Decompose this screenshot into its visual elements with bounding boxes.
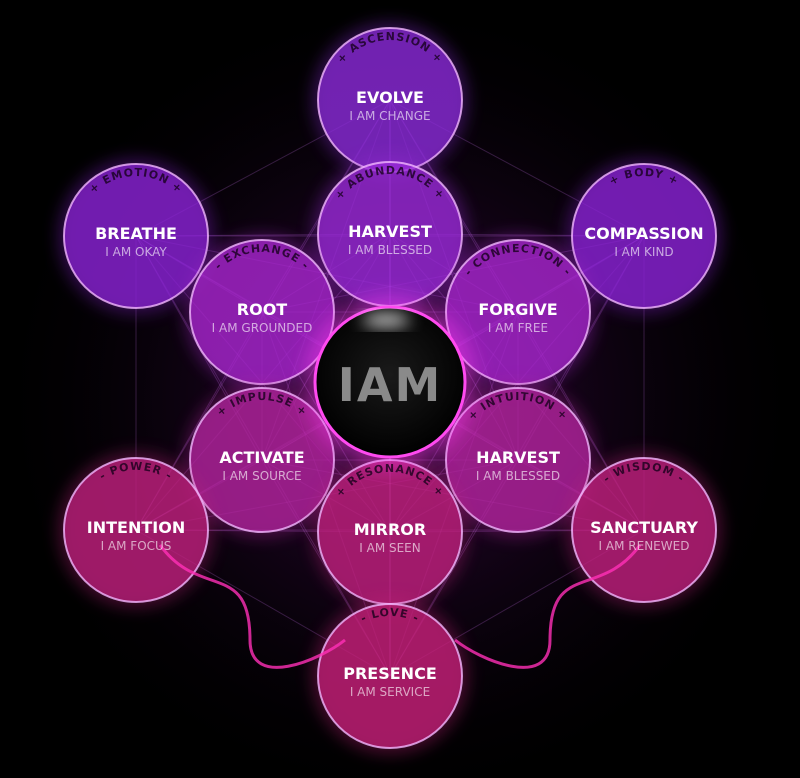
wave-left (158, 544, 346, 669)
node-presence-title: PRESENCE (343, 664, 437, 683)
node-root-title: ROOT (237, 300, 288, 319)
node-harvest-top-title: HARVEST (348, 222, 432, 241)
node-activate-subtitle: I AM SOURCE (222, 469, 301, 483)
node-intention-subtitle: I AM FOCUS (101, 539, 172, 553)
node-circles (58, 22, 722, 754)
node-breathe-subtitle: I AM OKAY (105, 245, 167, 259)
wave-right (454, 544, 642, 669)
node-evolve-title: EVOLVE (356, 88, 424, 107)
node-harvest-mid-subtitle: I AM BLESSED (476, 469, 560, 483)
node-evolve-subtitle: I AM CHANGE (349, 109, 430, 123)
node-breathe-circle (63, 163, 209, 309)
node-intention-title: INTENTION (87, 518, 185, 537)
node-compassion-title: COMPASSION (584, 224, 703, 243)
node-intention-circle (63, 457, 209, 603)
center-orb: IAM (295, 287, 485, 477)
node-compassion-circle (571, 163, 717, 309)
node-compassion-subtitle: I AM KIND (614, 245, 673, 259)
node-activate-title: ACTIVATE (219, 448, 304, 467)
node-presence-arc-text: - LOVE - (359, 606, 421, 625)
node-harvest-top-subtitle: I AM BLESSED (348, 243, 432, 257)
node-harvest-mid-circle (445, 387, 591, 533)
node-mirror-subtitle: I AM SEEN (359, 541, 421, 555)
node-forgive-title: FORGIVE (478, 300, 557, 319)
node-presence-circle (317, 603, 463, 749)
node-sanctuary-subtitle: I AM RENEWED (599, 539, 690, 553)
node-harvest-mid-title: HARVEST (476, 448, 560, 467)
node-activate-circle (189, 387, 335, 533)
node-sanctuary-circle (571, 457, 717, 603)
node-forgive-subtitle: I AM FREE (488, 321, 548, 335)
node-sanctuary-title: SANCTUARY (590, 518, 698, 537)
node-presence-arc-label: - LOVE - (359, 606, 422, 625)
node-root-subtitle: I AM GROUNDED (212, 321, 313, 335)
center-logo: IAM (338, 358, 443, 412)
node-presence-subtitle: I AM SERVICE (350, 685, 430, 699)
node-breathe-title: BREATHE (95, 224, 177, 243)
node-mirror-title: MIRROR (354, 520, 426, 539)
